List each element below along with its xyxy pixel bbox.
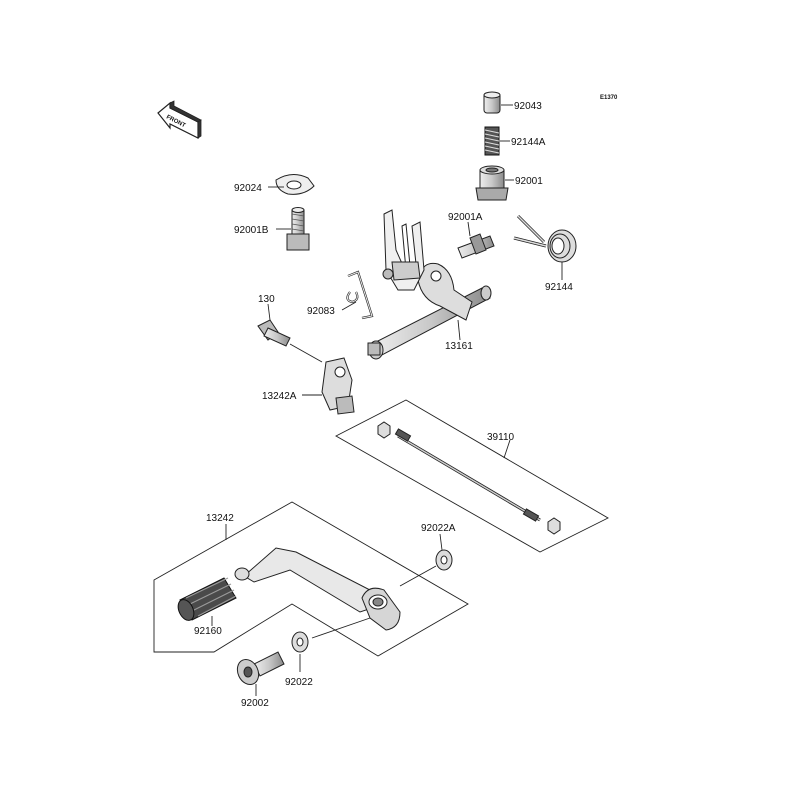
part-92024-washer [275, 174, 315, 195]
part-13242A-shift-arm [321, 357, 355, 415]
callout-13161: 13161 [445, 341, 473, 352]
callout-92002: 92002 [241, 698, 269, 709]
callout-39110: 39110 [487, 432, 515, 443]
front-arrow-icon: FRONT [157, 100, 202, 139]
part-92022-washer [291, 631, 309, 653]
part-13242-shift-pedal [153, 501, 469, 657]
diagram-code: E1370 [600, 95, 618, 101]
part-13161-shift-shaft [367, 209, 492, 360]
callout-92024: 92024 [234, 183, 262, 194]
callout-92144A: 92144A [511, 137, 546, 148]
callout-92001A: 92001A [448, 212, 483, 223]
part-92160-pedal-rubber [177, 577, 237, 621]
callout-92001: 92001 [515, 176, 543, 187]
callout-92043: 92043 [514, 101, 542, 112]
part-92144-spring [513, 214, 577, 263]
callout-13242: 13242 [206, 513, 234, 524]
part-92001A-stud [457, 233, 495, 259]
part-92001-plug [475, 165, 509, 201]
callout-92001B: 92001B [234, 225, 269, 236]
part-92043-cap [483, 91, 501, 114]
callout-92083: 92083 [307, 306, 335, 317]
callout-92144: 92144 [545, 282, 573, 293]
callout-130: 130 [258, 294, 275, 305]
part-92083-spring [346, 270, 374, 320]
callout-92022A: 92022A [421, 523, 456, 534]
part-92022A-washer [435, 549, 453, 571]
callout-92022: 92022 [285, 677, 313, 688]
part-130-bolt [257, 319, 291, 347]
part-92001B-bolt [286, 207, 310, 251]
part-92144A-spring [484, 126, 500, 156]
part-92002-pivot-bolt [236, 651, 285, 686]
callout-13242A: 13242A [262, 391, 297, 402]
callout-92160: 92160 [194, 626, 222, 637]
part-39110-tie-rod [335, 399, 609, 553]
